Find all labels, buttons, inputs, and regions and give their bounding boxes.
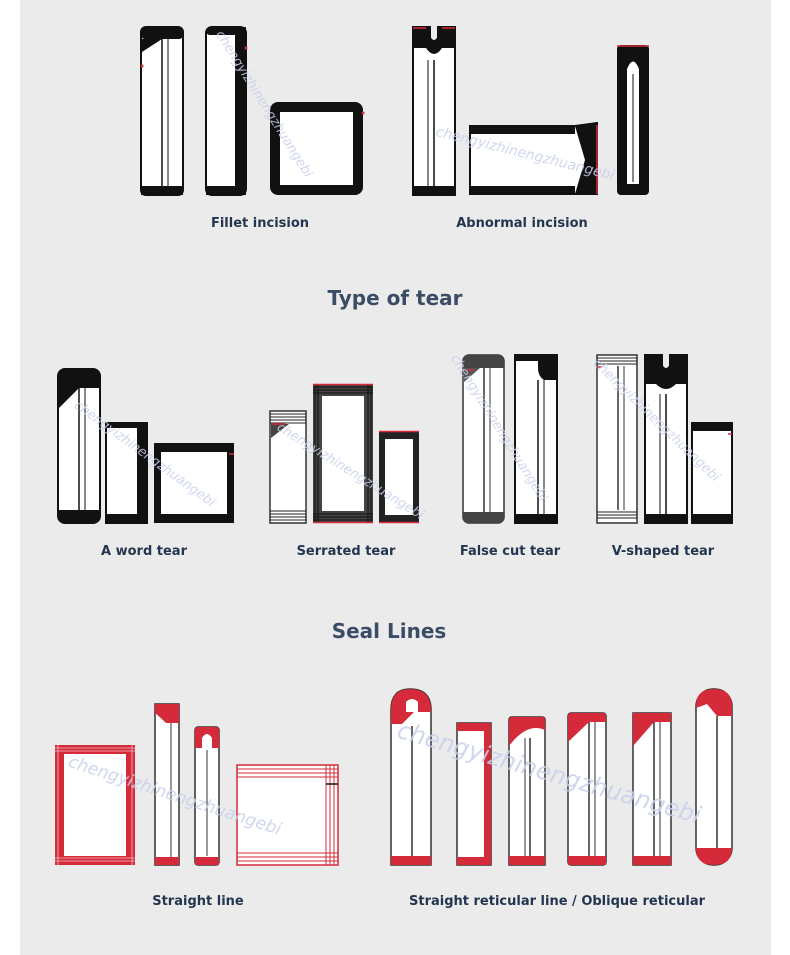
reticular-pouch-5: [632, 712, 672, 866]
content-panel: Fillet incision Abnormal incision Type o…: [20, 0, 771, 955]
v-shaped-pouch-left: [596, 354, 638, 524]
serrated-pouch-left: [269, 410, 307, 524]
caption-v-shaped-tear: V-shaped tear: [611, 544, 715, 559]
abnormal-pouch-wide: [469, 121, 598, 195]
reticular-pouch-3: [508, 716, 546, 866]
straight-pouch-frame: [55, 745, 135, 865]
serrated-pouch-middle: [313, 383, 373, 524]
caption-fillet-incision: Fillet incision: [210, 216, 310, 231]
a-word-pouch-medium: [105, 422, 148, 524]
fillet-pouch-tall-2: [205, 26, 248, 196]
fillet-pouch-square: [270, 102, 365, 195]
straight-pouch-wide: [236, 764, 339, 866]
fillet-pouch-tall-1: [140, 26, 184, 196]
caption-a-word-tear: A word tear: [101, 544, 187, 559]
serrated-pouch-right: [379, 430, 419, 524]
reticular-pouch-1: [390, 688, 432, 866]
section-title-tear: Type of tear: [327, 286, 463, 310]
caption-straight-line: Straight line: [152, 894, 244, 909]
false-cut-pouch-right: [514, 354, 558, 524]
caption-reticular-line: Straight reticular line / Oblique reticu…: [409, 894, 705, 909]
a-word-pouch-tall: [57, 368, 101, 524]
abnormal-pouch-shaped-1: [412, 26, 456, 196]
caption-false-cut-tear: False cut tear: [459, 544, 561, 559]
reticular-pouch-6: [695, 688, 733, 866]
reticular-pouch-4: [567, 712, 607, 866]
reticular-pouch-2: [456, 722, 492, 866]
straight-pouch-shaped: [194, 726, 220, 866]
v-shaped-pouch-right: [691, 422, 733, 524]
caption-serrated-tear: Serrated tear: [296, 544, 396, 559]
a-word-pouch-square: [154, 443, 234, 523]
caption-abnormal-incision: Abnormal incision: [456, 216, 588, 231]
abnormal-pouch-shaped-2: [617, 45, 649, 195]
false-cut-pouch-left: [462, 354, 505, 524]
straight-pouch-tall: [154, 703, 180, 866]
v-shaped-pouch-middle: [644, 354, 688, 524]
section-title-seal-lines: Seal Lines: [331, 619, 447, 643]
